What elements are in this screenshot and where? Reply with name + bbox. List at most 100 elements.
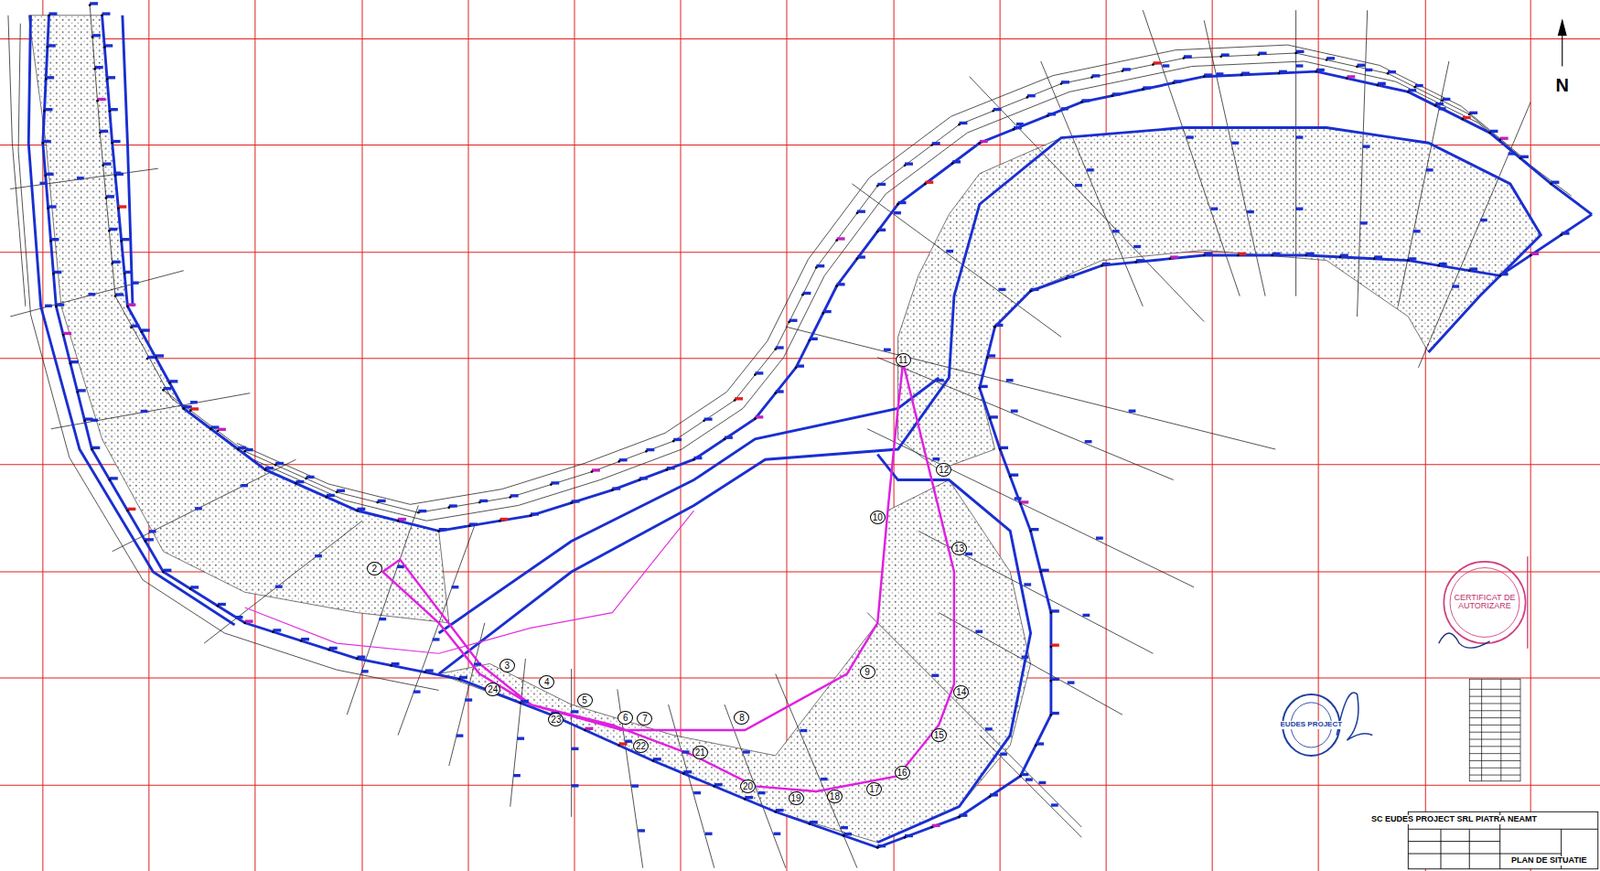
survey-point [271,630,275,634]
survey-point [99,129,108,133]
survey-point [665,468,668,472]
callout-number: 10 [869,510,886,525]
survey-point [1182,56,1186,60]
survey-point [189,408,193,412]
survey-point [1169,257,1172,260]
survey-point [1373,257,1376,260]
survey-point [789,319,798,323]
survey-point [182,407,185,410]
survey-point [115,292,124,296]
callout-number: 5 [577,693,593,708]
survey-point [69,362,73,366]
survey-point [355,509,359,513]
survey-point [1133,245,1141,248]
survey-point [1029,529,1032,533]
survey-point [1161,64,1170,67]
survey-point [1100,264,1104,268]
survey-point [1294,52,1298,55]
survey-point [42,141,45,145]
table-line [1469,745,1521,747]
survey-point [571,783,580,787]
survey-point [801,293,805,297]
survey-point [325,495,329,499]
callout-number: 20 [740,779,756,794]
survey-point [1050,679,1053,683]
survey-point [1559,233,1563,237]
survey-point [109,476,119,480]
survey-point [952,160,961,163]
survey-point [843,832,852,836]
authorization-stamp: CERTIFICAT DE AUTORIZARE [1452,593,1517,613]
grid-line [0,38,1600,40]
survey-point [1296,135,1304,139]
survey-point [1009,474,1012,478]
survey-point [742,750,751,753]
survey-point [1296,64,1304,67]
survey-point [835,284,838,288]
survey-point [787,321,791,324]
survey-point [1231,141,1239,145]
survey-point [1046,114,1050,118]
survey-point [49,239,53,243]
survey-point [1415,84,1424,87]
survey-point [209,427,213,430]
survey-point [265,466,274,470]
survey-point [959,814,968,817]
survey-point [114,174,118,178]
survey-point [1500,137,1509,140]
section-line [51,393,251,430]
survey-point [108,109,112,113]
survey-point [77,388,86,392]
survey-point [1142,85,1151,89]
section-line [570,668,572,817]
north-arrow [1557,20,1567,66]
survey-point [988,417,992,420]
survey-point [876,230,880,234]
survey-point [991,109,995,113]
survey-point [1355,65,1359,69]
survey-point [1012,128,1016,131]
survey-point [55,302,65,306]
survey-point [1121,69,1125,73]
survey-point [162,386,172,390]
survey-point [631,783,639,787]
survey-point [816,264,825,268]
table-line [1469,752,1521,754]
survey-point [840,826,849,829]
survey-point [127,302,136,306]
survey-point [1500,272,1509,276]
survey-point [447,505,451,509]
grid-line [361,0,363,871]
survey-point [1240,74,1244,77]
survey-point [378,617,387,621]
survey-point [682,772,686,775]
survey-point [108,227,118,231]
survey-point [47,13,51,17]
survey-point [377,499,387,503]
survey-point [1112,92,1121,96]
survey-point [692,458,696,462]
survey-point [295,480,304,484]
section-line [397,526,475,736]
survey-point [639,476,648,480]
survey-point [1016,122,1024,126]
survey-point [645,448,655,452]
survey-point [146,357,150,361]
survey-point [1437,264,1440,268]
survey-point [437,529,441,533]
survey-point [795,364,805,367]
survey-point [1030,288,1040,291]
survey-point [217,428,226,431]
survey-point [44,77,48,81]
survey-point [1186,135,1194,139]
survey-point [583,729,587,732]
survey-point [161,388,165,392]
survey-point [161,570,165,574]
survey-point [1426,168,1434,172]
survey-point [112,139,121,143]
survey-point [903,836,907,839]
survey-point [704,417,713,420]
survey-point [1519,157,1523,161]
survey-point [1084,440,1093,443]
